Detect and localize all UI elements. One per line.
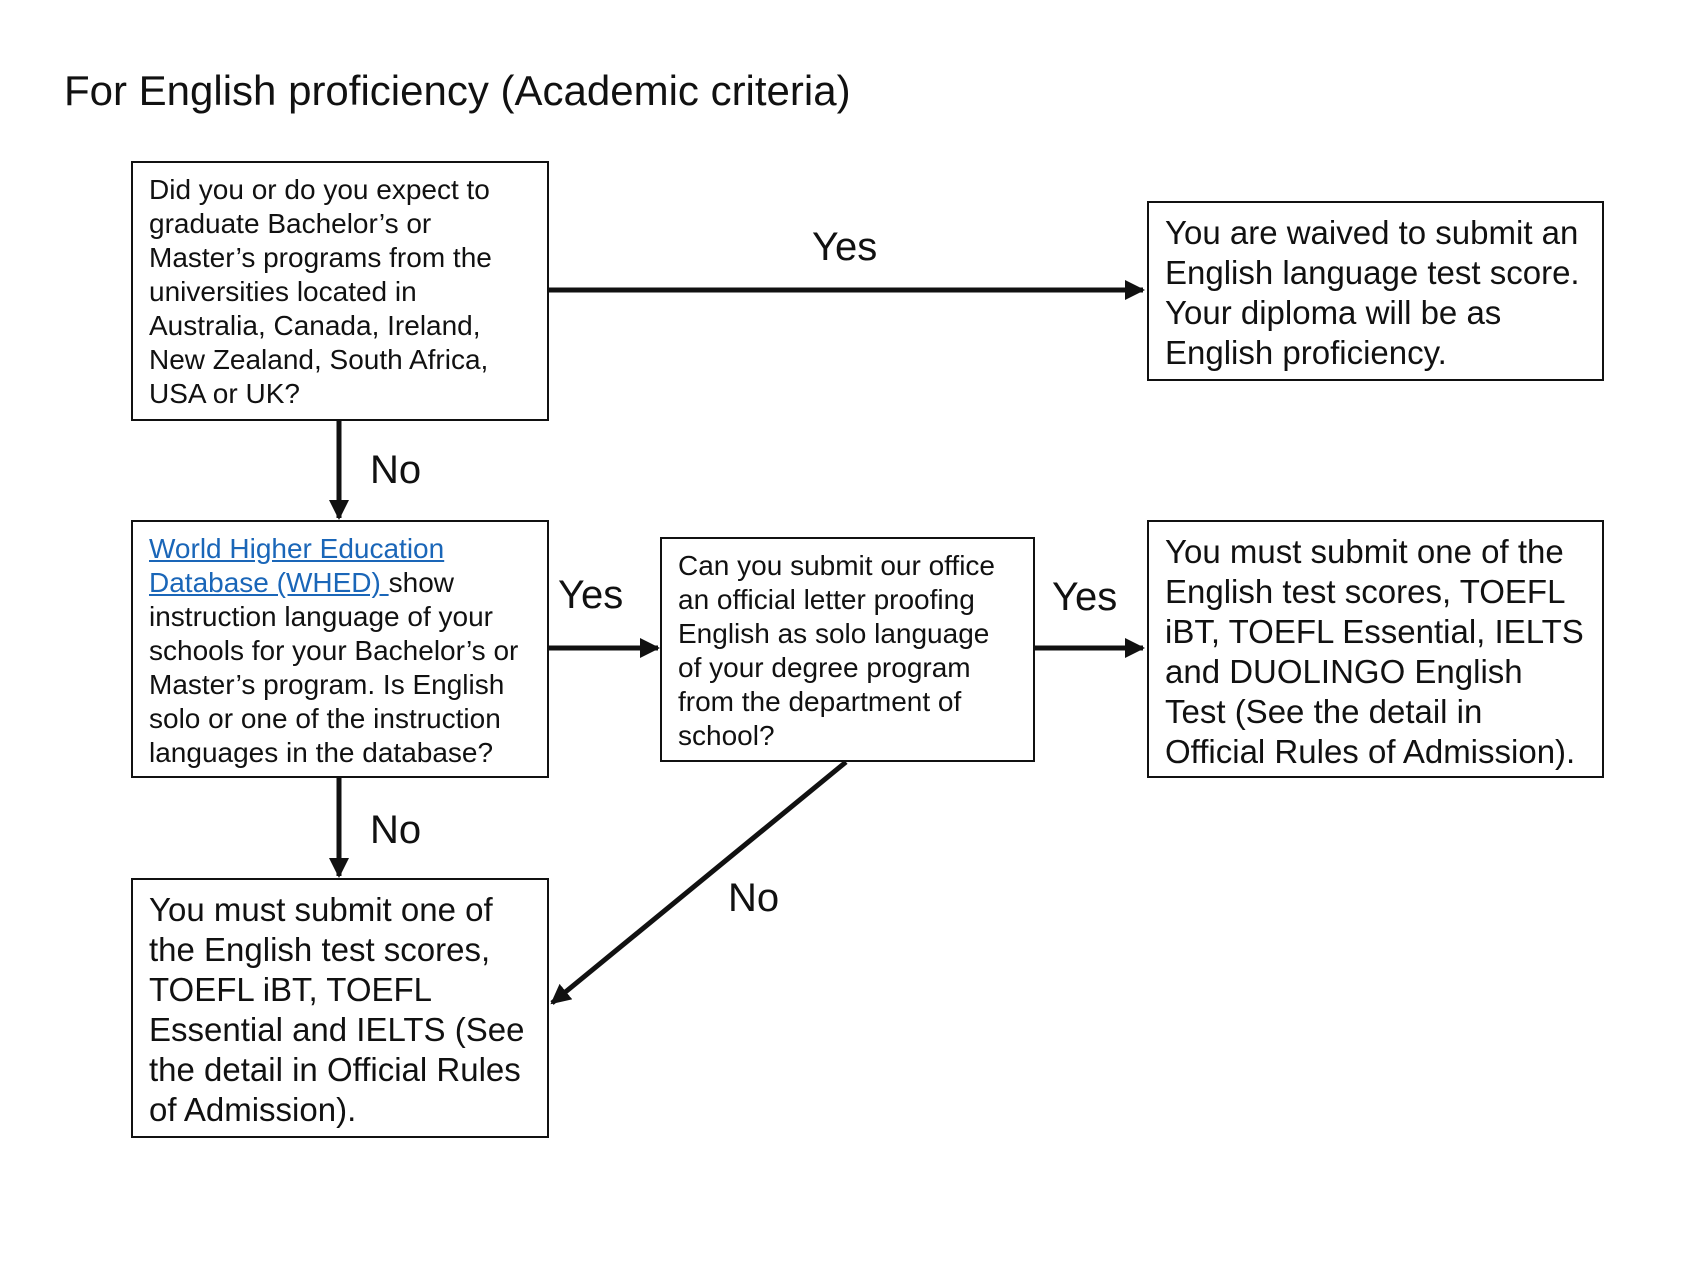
label-q1-no: No <box>370 448 422 492</box>
result-submit-duolingo-text: You must submit one of the English test … <box>1165 533 1584 770</box>
result-box-waived: You are waived to submit an English lang… <box>1147 201 1604 381</box>
question-box-whed: World Higher Education Database (WHED) s… <box>131 520 549 778</box>
result-waived-text: You are waived to submit an English lang… <box>1165 214 1580 371</box>
question-letter-text: Can you submit our office an official le… <box>678 550 995 751</box>
question-whed-text: World Higher Education Database (WHED) s… <box>149 532 531 770</box>
label-q2-yes: Yes <box>558 573 624 617</box>
label-q3-no: No <box>728 876 780 920</box>
label-q3-yes: Yes <box>1052 575 1118 619</box>
question-box-official-letter: Can you submit our office an official le… <box>660 537 1035 762</box>
label-q1-yes: Yes <box>812 225 878 269</box>
question-box-country: Did you or do you expect to graduate Bac… <box>131 161 549 421</box>
question-country-text: Did you or do you expect to graduate Bac… <box>149 174 492 409</box>
result-box-submit-no-duolingo: You must submit one of the English test … <box>131 878 549 1138</box>
label-q2-no: No <box>370 808 422 852</box>
question-whed-rest: show instruction language of your school… <box>149 567 519 768</box>
whed-link[interactable]: World Higher Education Database (WHED) <box>149 533 445 598</box>
arrow-q3-to-submit <box>550 760 848 1005</box>
result-submit-text: You must submit one of the English test … <box>149 891 525 1128</box>
result-box-submit-with-duolingo: You must submit one of the English test … <box>1147 520 1604 778</box>
diagram-title: For English proficiency (Academic criter… <box>64 67 851 114</box>
